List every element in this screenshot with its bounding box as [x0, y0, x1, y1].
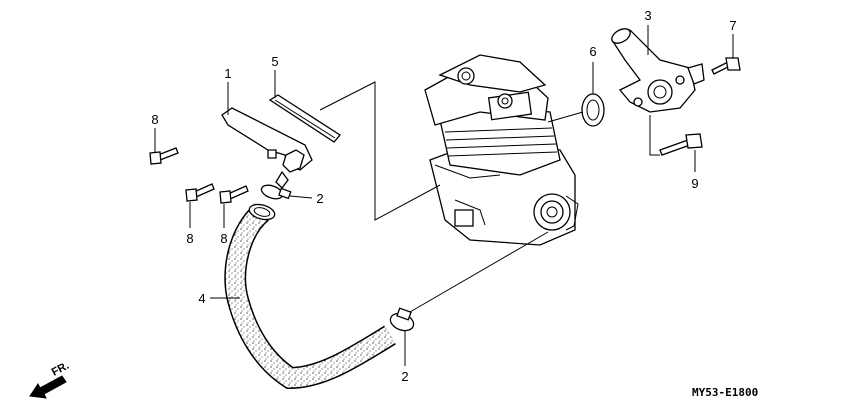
callout-7: 7 [729, 18, 736, 33]
reference-bracket [319, 81, 441, 221]
leader-2-upper [289, 195, 313, 199]
callout-8-top: 8 [151, 112, 158, 127]
callout-6: 6 [589, 44, 596, 59]
hose-clamp-part-2-upper [260, 184, 292, 200]
leader-bolt9-housing [649, 115, 660, 156]
water-hose-part-4 [224, 203, 396, 390]
bolt-part-8-top [149, 147, 179, 165]
thermostat-housing-part-3 [611, 28, 705, 113]
callout-8-right: 8 [220, 231, 227, 246]
gasket-part-6 [581, 93, 605, 127]
bolt-part-7 [711, 57, 741, 75]
callout-3: 3 [644, 8, 651, 23]
callout-9: 9 [691, 176, 698, 191]
callout-2-lower: 2 [401, 369, 408, 384]
leader-gasket-engine [547, 111, 584, 123]
diagram-code: MY53-E1800 [692, 386, 758, 399]
bolt-part-8-left [185, 183, 215, 202]
bolt-part-8-right [219, 185, 249, 204]
water-pipe-part-1 [221, 107, 313, 189]
leader-clamp-engine [409, 231, 549, 313]
callout-8-left: 8 [186, 231, 193, 246]
bolt-part-9 [659, 133, 703, 156]
callout-2-upper: 2 [316, 191, 323, 206]
front-direction-arrow-icon [29, 375, 67, 399]
hose-clamp-part-2-lower [389, 307, 415, 332]
callout-4: 4 [198, 291, 205, 306]
callout-5: 5 [271, 54, 278, 69]
engine-block [424, 54, 579, 246]
callout-1: 1 [224, 66, 231, 81]
front-direction-label: FR. [50, 360, 71, 379]
